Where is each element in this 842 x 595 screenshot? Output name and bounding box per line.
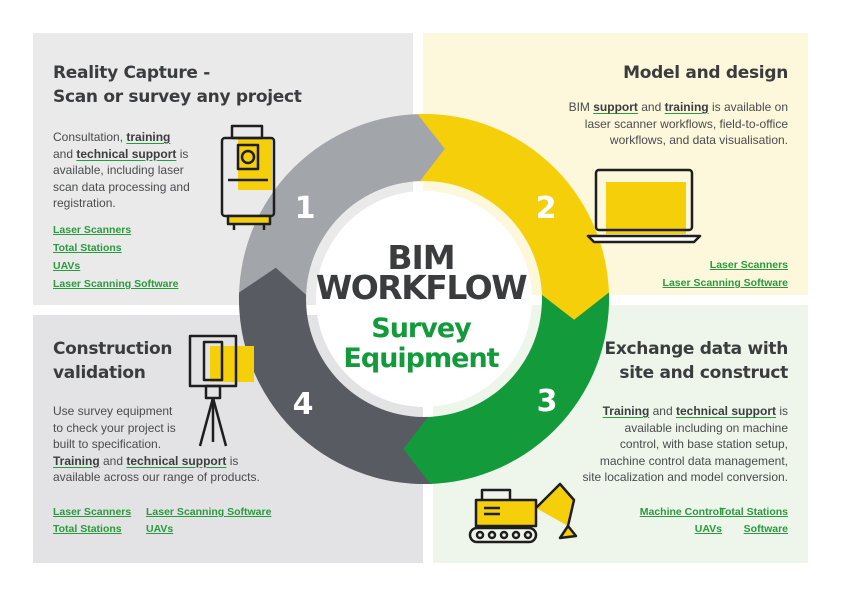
center-subtitle-equipment: Equipment bbox=[343, 343, 499, 374]
link-uavs[interactable]: UAVs bbox=[53, 260, 81, 272]
panel2-title: Model and design bbox=[623, 63, 788, 83]
panel3-body-text: built to specification. bbox=[53, 437, 162, 451]
panel3-body-text: available across our range of products. bbox=[53, 470, 260, 484]
panel2-body-text: BIM bbox=[568, 100, 594, 114]
link-laser-scanners[interactable]: Laser Scanners bbox=[709, 259, 788, 271]
training-link[interactable]: Training bbox=[53, 453, 100, 468]
center-subtitle-survey: Survey bbox=[371, 313, 472, 344]
panel4-title-line1: Exchange data with bbox=[604, 339, 789, 359]
link-laser-scanning-software[interactable]: Laser Scanning Software bbox=[662, 277, 788, 289]
panel2-body: BIM support and training is available on… bbox=[528, 99, 788, 149]
panel3-body: Use survey equipment to check your proje… bbox=[53, 403, 283, 486]
support-link[interactable]: support bbox=[593, 100, 638, 114]
ring-segment-1 bbox=[238, 113, 456, 306]
panel1-title-line2: Scan or survey any project bbox=[53, 87, 302, 107]
laptop-icon bbox=[586, 168, 702, 244]
panel4-body-text: is bbox=[776, 404, 788, 418]
panel3-title-line1: Construction bbox=[53, 339, 173, 359]
panel4-body-text: and bbox=[649, 404, 676, 418]
panel4-body-text: available including on machine bbox=[624, 420, 788, 435]
link-software[interactable]: Software bbox=[743, 523, 788, 535]
panel1-title: Reality Capture - Scan or survey any pro… bbox=[53, 61, 302, 109]
panel2-body-text: and bbox=[637, 100, 665, 114]
ring-segment-4 bbox=[238, 267, 431, 485]
link-machine-control[interactable]: Machine Control bbox=[639, 506, 722, 518]
panel3-body-text: to check your project is bbox=[53, 420, 176, 435]
training-link[interactable]: training bbox=[664, 100, 709, 114]
laser-scanner-tripod-icon bbox=[188, 334, 254, 447]
technical-support-link[interactable]: technical support bbox=[76, 146, 177, 161]
link-uavs[interactable]: UAVs bbox=[146, 523, 174, 535]
link-total-stations[interactable]: Total Stations bbox=[53, 242, 122, 254]
center-title-workflow: WORKFLOW bbox=[315, 268, 528, 307]
ring-segment-2 bbox=[417, 113, 610, 331]
link-laser-scanning-software[interactable]: Laser Scanning Software bbox=[53, 278, 179, 290]
link-total-stations[interactable]: Total Stations bbox=[719, 506, 788, 518]
ring-segment-3 bbox=[392, 292, 610, 485]
panel1-body: Consultation, training and technical sup… bbox=[53, 129, 213, 212]
panel4-title-line2: site and construct bbox=[619, 363, 788, 383]
step-number-3: 3 bbox=[537, 384, 558, 419]
total-station-icon bbox=[220, 124, 276, 230]
center-title-bim: BIM bbox=[387, 238, 455, 277]
panel4-body: Training and technical support is availa… bbox=[548, 403, 788, 486]
technical-support-link[interactable]: technical support bbox=[675, 404, 776, 418]
link-laser-scanners[interactable]: Laser Scanners bbox=[53, 224, 132, 236]
panel4-title: Exchange data with site and construct bbox=[604, 337, 789, 385]
step-number-4: 4 bbox=[293, 387, 314, 422]
panel2-body-text: workflows, and data visualisation. bbox=[609, 133, 788, 147]
panel1-body-text: is bbox=[176, 146, 189, 161]
panel1-title-line1: Reality Capture - bbox=[53, 63, 211, 83]
panel2-body-text: is available on bbox=[708, 100, 788, 114]
panel1-body-text: registration. bbox=[53, 196, 116, 210]
panel3-title: Construction validation bbox=[53, 337, 173, 385]
link-laser-scanners[interactable]: Laser Scanners bbox=[53, 506, 132, 518]
panel3-body-text: is bbox=[226, 453, 239, 468]
panel3-title-line2: validation bbox=[53, 363, 146, 383]
panel1-body-text: scan data processing and bbox=[53, 179, 190, 194]
panel4-body-text: machine control data management, bbox=[599, 453, 788, 468]
panel4-body-text: control, with base station setup, bbox=[619, 437, 788, 451]
panel1-body-text: Consultation, bbox=[53, 130, 127, 144]
step-number-1: 1 bbox=[295, 191, 316, 226]
excavator-icon bbox=[468, 482, 578, 544]
training-link[interactable]: training bbox=[126, 130, 171, 144]
panel3-body-text: Use survey equipment bbox=[53, 404, 173, 418]
panel1-body-text: available, including laser bbox=[53, 163, 184, 177]
technical-support-link[interactable]: technical support bbox=[126, 453, 227, 468]
panel4-body-text: site localization and model conversion. bbox=[582, 470, 788, 484]
link-uavs[interactable]: UAVs bbox=[694, 523, 722, 535]
link-total-stations[interactable]: Total Stations bbox=[53, 523, 122, 535]
panel1-body-text: and bbox=[53, 146, 77, 161]
step-number-2: 2 bbox=[536, 191, 557, 226]
panel3-body-text: and bbox=[99, 453, 127, 468]
link-laser-scanning-software[interactable]: Laser Scanning Software bbox=[146, 506, 272, 518]
training-link[interactable]: Training bbox=[602, 404, 650, 418]
panel2-body-text: laser scanner workflows, field-to-office bbox=[584, 116, 788, 131]
